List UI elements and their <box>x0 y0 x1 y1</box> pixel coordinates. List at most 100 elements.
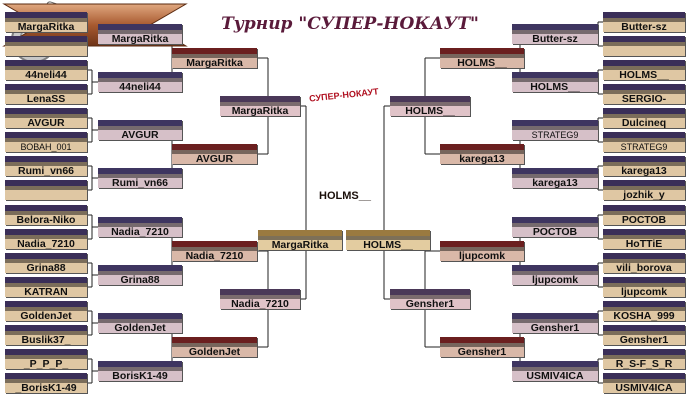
right-r1-slot: vili_borova <box>603 253 685 273</box>
right-r2-slot: Gensher1 <box>512 313 598 333</box>
player-name: ВОВАН_001 <box>20 142 72 152</box>
player-name: Grina88 <box>26 262 66 273</box>
player-name: AVGUR <box>27 117 65 128</box>
player-name: BorisK1-49 <box>112 370 168 381</box>
player-name: LenaSS <box>26 93 66 104</box>
right-semi-slot: HOLMS__ <box>346 230 430 250</box>
player-name: KOSHA_999 <box>613 310 675 321</box>
left-r1-slot: KATRAN <box>5 277 87 297</box>
left-r3-slot: Nadia_7210 <box>172 241 257 261</box>
left-r3-slot: GoldenJet <box>172 337 257 357</box>
player-name: GoldenJet <box>20 310 72 321</box>
player-name: KATRAN <box>24 286 68 297</box>
right-r1-slot: Gensher1 <box>603 325 685 345</box>
left-r2-slot: Grina88 <box>98 265 182 285</box>
right-r1-slot: SERGIO- <box>603 84 685 104</box>
player-name: GoldenJet <box>188 346 241 357</box>
player-name: MargaRitka <box>186 57 243 68</box>
left-r2-slot: AVGUR <box>98 120 182 140</box>
player-name: Belora-Niko <box>16 214 76 225</box>
player-name: HOLMS__ <box>405 105 455 116</box>
right-r1-slot: KOSHA_999 <box>603 301 685 321</box>
tournament-title: Турнир "СУПЕР-НОКАУТ" <box>221 14 479 34</box>
right-r1-slot: HoTTiE <box>603 229 685 249</box>
player-name: ljupcomk <box>531 274 579 285</box>
player-name: MargaRitka <box>17 21 75 32</box>
player-name: 44neli44 <box>25 69 67 80</box>
left-r1-slot <box>5 180 87 200</box>
player-name: Butter-sz <box>532 33 578 44</box>
right-r1-slot: Dulcineq <box>603 108 685 128</box>
player-name: karega13 <box>621 165 667 176</box>
player-name: USMIV4ICA <box>615 382 673 393</box>
right-r1-slot: Butter-sz <box>603 12 685 32</box>
left-r2-slot: 44neli44 <box>98 72 182 92</box>
winner-label: HOLMS__ <box>319 190 371 202</box>
left-r1-slot: MargaRitka <box>5 12 87 32</box>
left-r3-slot: MargaRitka <box>172 48 257 68</box>
left-r2-slot: GoldenJet <box>98 313 182 333</box>
player-name: Gensher1 <box>405 298 455 309</box>
left-r1-slot <box>5 36 87 56</box>
right-r3-slot: ljupcomk <box>440 241 524 261</box>
right-r1-slot: USMIV4ICA <box>603 373 685 393</box>
right-r2-slot: Butter-sz <box>512 24 598 44</box>
right-r4-slot: Gensher1 <box>390 289 470 309</box>
player-name: SERGIO- <box>621 93 667 104</box>
player-name: Gensher1 <box>530 322 580 333</box>
player-name: STRATEG9 <box>531 130 579 140</box>
right-r1-slot: jozhik_y <box>603 180 685 200</box>
left-r1-slot: Buslik37_ <box>5 325 87 345</box>
player-name: karega13 <box>459 153 505 164</box>
player-name: Dulcineq <box>621 117 667 128</box>
left-r4-slot: Nadia_7210 <box>220 289 300 309</box>
player-name: STRATEG9 <box>620 142 668 152</box>
right-r2-slot: karega13 <box>512 168 598 188</box>
left-r3-slot: AVGUR <box>172 144 257 164</box>
right-r1-slot: R_S-F_S_R <box>603 349 685 369</box>
right-r3-slot: Gensher1 <box>440 337 524 357</box>
player-name: HoTTiE <box>625 238 663 249</box>
player-name: Nadia_7210 <box>111 226 169 237</box>
right-r4-slot: HOLMS__ <box>390 96 470 116</box>
right-r2-slot: ljupcomk <box>512 265 598 285</box>
player-name: USMIV4ICA <box>526 370 584 381</box>
right-r1-slot: karega13 <box>603 156 685 176</box>
player-name: 44neli44 <box>119 81 161 92</box>
right-r3-slot: karega13 <box>440 144 524 164</box>
player-name: HOLMS__ <box>619 69 669 80</box>
left-r1-slot: Grina88 <box>5 253 87 273</box>
player-name: MargaRitka <box>271 239 329 250</box>
player-name: R_S-F_S_R <box>615 358 673 369</box>
player-name: _P_P_P_ <box>23 358 69 369</box>
right-r1-slot: ljupcomk <box>603 277 685 297</box>
player-name: Butter-sz <box>621 21 667 32</box>
left-r2-slot: Rumi_vn66 <box>98 168 182 188</box>
player-name: GoldenJet <box>114 322 166 333</box>
player-name: ljupcomk <box>620 286 668 297</box>
player-name: Nadia_7210 <box>17 238 75 249</box>
right-r1-slot: STRATEG9 <box>603 132 685 152</box>
player-name: MargaRitka <box>231 105 289 116</box>
right-r1-slot <box>603 36 685 56</box>
player-name: HOLMS__ <box>530 81 580 92</box>
player-name: Buslik37_ <box>21 334 71 345</box>
player-name: Rumi_vn66 <box>17 165 75 176</box>
right-r2-slot: РОСТОВ <box>512 217 598 237</box>
player-name: Grina88 <box>120 274 160 285</box>
player-name: ljupcomk <box>458 250 506 261</box>
right-r1-slot: РОСТОВ <box>603 205 685 225</box>
player-name: AVGUR <box>121 129 159 140</box>
left-r1-slot: Rumi_vn66 <box>5 156 87 176</box>
player-name: karega13 <box>532 177 578 188</box>
left-r1-slot: 44neli44 <box>5 60 87 80</box>
left-r2-slot: MargaRitka <box>98 24 182 44</box>
left-r1-slot: AVGUR <box>5 108 87 128</box>
left-r1-slot: Nadia_7210 <box>5 229 87 249</box>
left-r4-slot: MargaRitka <box>220 96 300 116</box>
left-r1-slot: _BorisK1-49 <box>5 373 87 393</box>
left-semi-slot: MargaRitka <box>258 230 342 250</box>
player-name: Rumi_vn66 <box>111 177 169 188</box>
